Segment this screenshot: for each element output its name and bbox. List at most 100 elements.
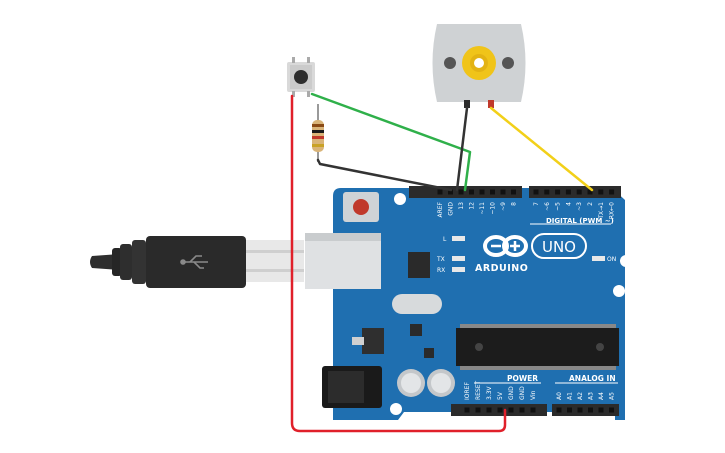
pin-label: A5 [609, 392, 616, 400]
pin-hole[interactable] [486, 407, 492, 413]
pin-hole[interactable] [464, 407, 470, 413]
resistor[interactable] [312, 104, 324, 162]
reset-button[interactable] [353, 199, 369, 215]
led-l [452, 236, 465, 241]
pin-label: AREF [437, 201, 444, 217]
pin-hole[interactable] [469, 189, 474, 195]
pin-label: 2 [587, 202, 594, 206]
pin-hole[interactable] [565, 189, 571, 195]
pin-hole[interactable] [587, 189, 593, 195]
pin-hole[interactable] [555, 189, 561, 195]
pin-label: ~9 [500, 202, 507, 211]
usb-cable[interactable] [90, 236, 304, 288]
pin-label: 7 [533, 202, 540, 206]
digital-header-right[interactable] [529, 186, 621, 198]
wire-red [290, 94, 507, 433]
pin-hole[interactable] [519, 407, 525, 413]
pin-label: RESET [475, 380, 482, 400]
pin-hole[interactable] [479, 189, 485, 195]
pin-label: ~5 [555, 202, 562, 211]
usb-chip [408, 252, 430, 278]
pin-hole[interactable] [490, 189, 495, 195]
arduino-logo-text: ARDUINO [475, 263, 528, 274]
pin-label: ~10 [490, 202, 497, 215]
mounting-hole [620, 255, 632, 267]
pin-hole[interactable] [544, 189, 550, 195]
pin-label: 4 [565, 202, 572, 206]
pin-label: A3 [588, 392, 595, 400]
uno-label: UNO [542, 238, 576, 256]
pin-label: Vin [530, 390, 537, 400]
analog-label: ANALOG IN [569, 374, 616, 383]
wire-yellow [489, 106, 594, 192]
pin-label: IOREF [464, 382, 471, 400]
led-l-label: L [443, 236, 447, 243]
pin-label: 13 [458, 202, 465, 210]
led-rx-label: RX [437, 267, 445, 274]
mounting-hole [613, 285, 625, 297]
pin-label: GND [508, 386, 515, 400]
voltage-regulator [362, 328, 384, 354]
wires[interactable] [290, 92, 594, 433]
mounting-hole [390, 403, 402, 415]
digital-header-label: DIGITAL (PWM ~) [546, 217, 614, 225]
led-on-label: ON [607, 256, 616, 263]
analog-header[interactable] [552, 404, 619, 416]
pin-hole[interactable] [567, 407, 572, 413]
pin-hole[interactable] [508, 407, 514, 413]
capacitors [397, 369, 455, 397]
usb-port [305, 233, 381, 289]
led-on [592, 256, 605, 261]
pin-label: A4 [598, 392, 605, 400]
pin-hole[interactable] [533, 189, 539, 195]
usb-icon [180, 255, 208, 269]
crystal-oscillator [392, 294, 442, 314]
pin-label: GND [448, 202, 455, 216]
atmega-chip [456, 324, 619, 370]
pin-hole[interactable] [609, 407, 614, 413]
pin-hole[interactable] [598, 189, 604, 195]
pin-hole[interactable] [598, 407, 604, 413]
pin-hole[interactable] [609, 189, 615, 195]
pushbutton[interactable] [287, 57, 315, 97]
pin-label: ~6 [544, 202, 551, 211]
pin-label: 3.3V [486, 385, 493, 400]
pin-hole[interactable] [448, 189, 453, 195]
wire-black-motor [455, 106, 469, 192]
pin-label: GND [519, 386, 526, 400]
wire-black-resistor [316, 158, 453, 192]
arduino-logo: ARDUINO [475, 235, 528, 274]
wire-green [310, 92, 472, 192]
pin-label: A2 [577, 392, 584, 400]
pin-hole[interactable] [511, 189, 516, 195]
led-tx-label: TX [436, 256, 445, 263]
pin-label: 8 [511, 202, 518, 206]
pin-hole[interactable] [530, 407, 536, 413]
pin-hole[interactable] [588, 407, 593, 413]
pin-hole[interactable] [577, 407, 583, 413]
digital-header-left[interactable] [409, 186, 522, 198]
pin-label: TX→1 [598, 202, 605, 220]
pin-hole[interactable] [497, 407, 503, 413]
mounting-hole [394, 193, 406, 205]
pin-hole[interactable] [556, 407, 562, 413]
pin-label: RX←0 [609, 202, 616, 219]
pin-label: A0 [556, 392, 563, 400]
led-tx [452, 256, 465, 261]
uno-badge [531, 233, 587, 259]
pin-label: ~3 [576, 202, 583, 211]
pin-label: ~11 [479, 202, 486, 215]
pin-hole[interactable] [475, 407, 481, 413]
pin-label: 12 [469, 202, 476, 210]
pin-hole[interactable] [500, 189, 506, 195]
dc-motor[interactable] [432, 24, 526, 108]
pin-label: 5V [497, 391, 504, 400]
pin-hole[interactable] [576, 189, 582, 195]
pin-hole[interactable] [437, 189, 443, 195]
led-rx [452, 267, 465, 272]
pin-label: A1 [567, 392, 574, 400]
pin-hole[interactable] [458, 189, 464, 195]
power-label: POWER [507, 374, 538, 383]
